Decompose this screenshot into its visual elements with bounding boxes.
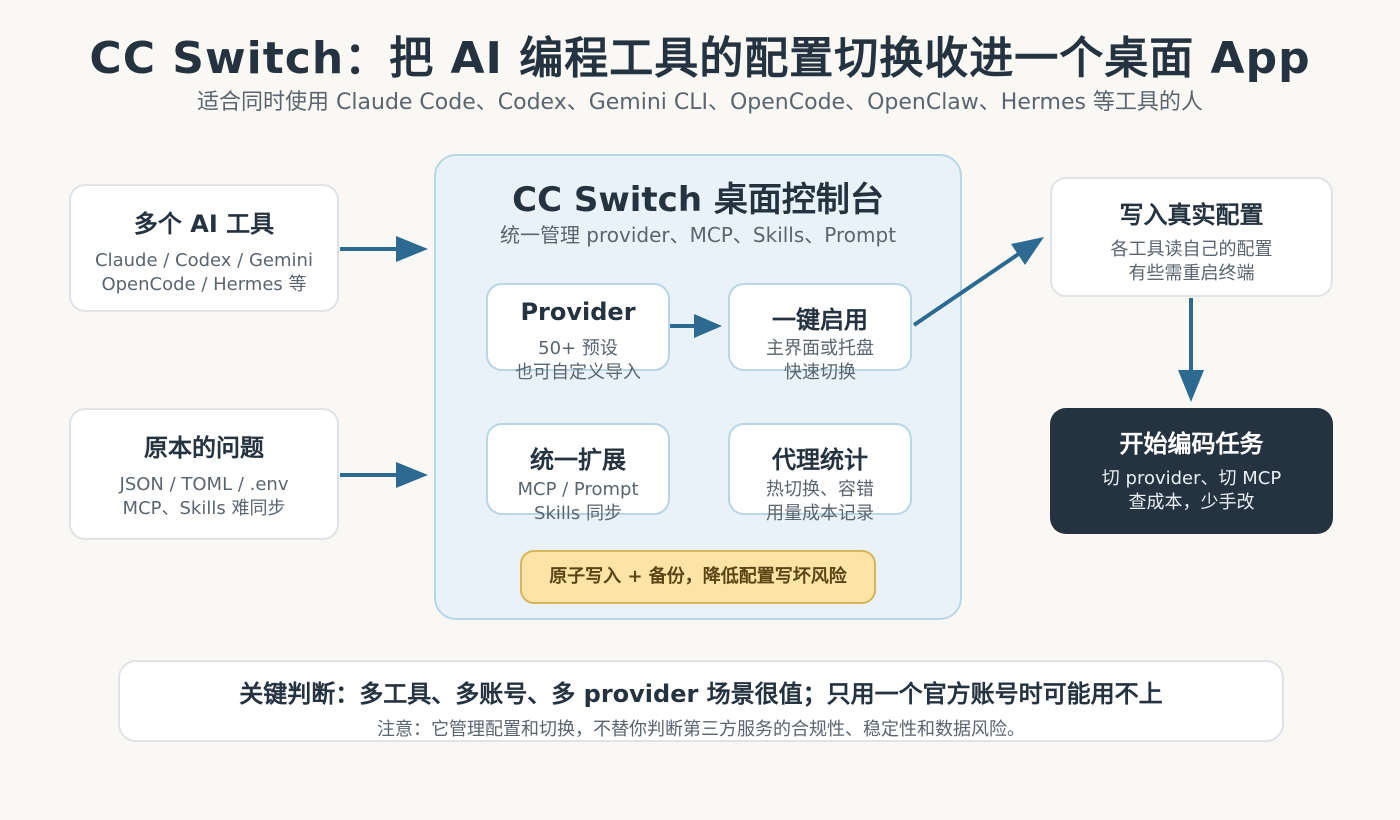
page-title: CC Switch：把 AI 编程工具的配置切换收进一个桌面 App	[89, 33, 1311, 84]
console-panel	[434, 154, 962, 620]
console-title: CC Switch 桌面控制台	[512, 180, 884, 220]
arrow-tools-to-console	[340, 236, 428, 262]
write-config-card: 写入真实配置 各工具读自己的配置 有些需重启终端	[1050, 177, 1333, 297]
enable-card-line1: 主界面或托盘	[766, 338, 874, 359]
write-config-title: 写入真实配置	[1119, 201, 1264, 229]
extend-card-title: 统一扩展	[530, 446, 626, 474]
proxy-card	[728, 423, 912, 515]
enable-card-line2: 快速切换	[784, 362, 856, 383]
write-config-line2: 有些需重启终端	[1128, 263, 1255, 284]
key-judgement-text: 关键判断：多工具、多账号、多 provider 场景很值；只用一个官方账号时可能…	[239, 680, 1163, 708]
arrow-provider-to-enable	[670, 314, 722, 338]
problem-card-line1: JSON / TOML / .env	[119, 474, 289, 495]
provider-card-line1: 50+ 预设	[538, 338, 618, 359]
key-judgement-box: 关键判断：多工具、多账号、多 provider 场景很值；只用一个官方账号时可能…	[118, 660, 1284, 742]
key-judgement-note: 注意：它管理配置和切换，不替你判断第三方服务的合规性、稳定性和数据风险。	[377, 719, 1025, 740]
extend-card	[486, 423, 670, 515]
problem-card-title: 原本的问题	[144, 434, 264, 462]
proxy-card-line1: 热切换、容错	[766, 479, 874, 500]
enable-card	[728, 283, 912, 371]
tools-card-title: 多个 AI 工具	[133, 210, 275, 238]
enable-card-title: 一键启用	[772, 306, 868, 334]
extend-card-line1: MCP / Prompt	[517, 479, 639, 500]
arrow-problem-to-console	[340, 462, 428, 488]
console-subtitle: 统一管理 provider、MCP、Skills、Prompt	[499, 223, 897, 247]
start-coding-card: 开始编码任务 切 provider、切 MCP 查成本，少手改	[1050, 408, 1333, 534]
provider-card-title: Provider	[520, 298, 636, 326]
arrow-enable-to-write-config	[912, 237, 1044, 327]
page-subtitle: 适合同时使用 Claude Code、Codex、Gemini CLI、Open…	[197, 90, 1203, 115]
tools-card-line2: OpenCode / Hermes 等	[101, 274, 307, 295]
provider-card-line2: 也可自定义导入	[515, 362, 641, 383]
tools-card-line1: Claude / Codex / Gemini	[95, 250, 313, 271]
start-coding-title: 开始编码任务	[1119, 430, 1264, 458]
write-config-line1: 各工具读自己的配置	[1110, 239, 1273, 260]
provider-card	[486, 283, 670, 371]
backup-note: 原子写入 + 备份，降低配置写坏风险	[520, 550, 876, 604]
problem-card: 原本的问题 JSON / TOML / .env MCP、Skills 难同步	[69, 408, 339, 540]
tools-card: 多个 AI 工具 Claude / Codex / Gemini OpenCod…	[69, 184, 339, 312]
problem-card-line2: MCP、Skills 难同步	[122, 498, 286, 519]
arrow-write-to-start	[1178, 298, 1204, 402]
proxy-card-title: 代理统计	[772, 446, 868, 474]
extend-card-line2: Skills 同步	[534, 503, 622, 524]
proxy-card-line2: 用量成本记录	[766, 503, 874, 524]
start-coding-line2: 查成本，少手改	[1128, 492, 1255, 513]
start-coding-line1: 切 provider、切 MCP	[1101, 468, 1282, 489]
